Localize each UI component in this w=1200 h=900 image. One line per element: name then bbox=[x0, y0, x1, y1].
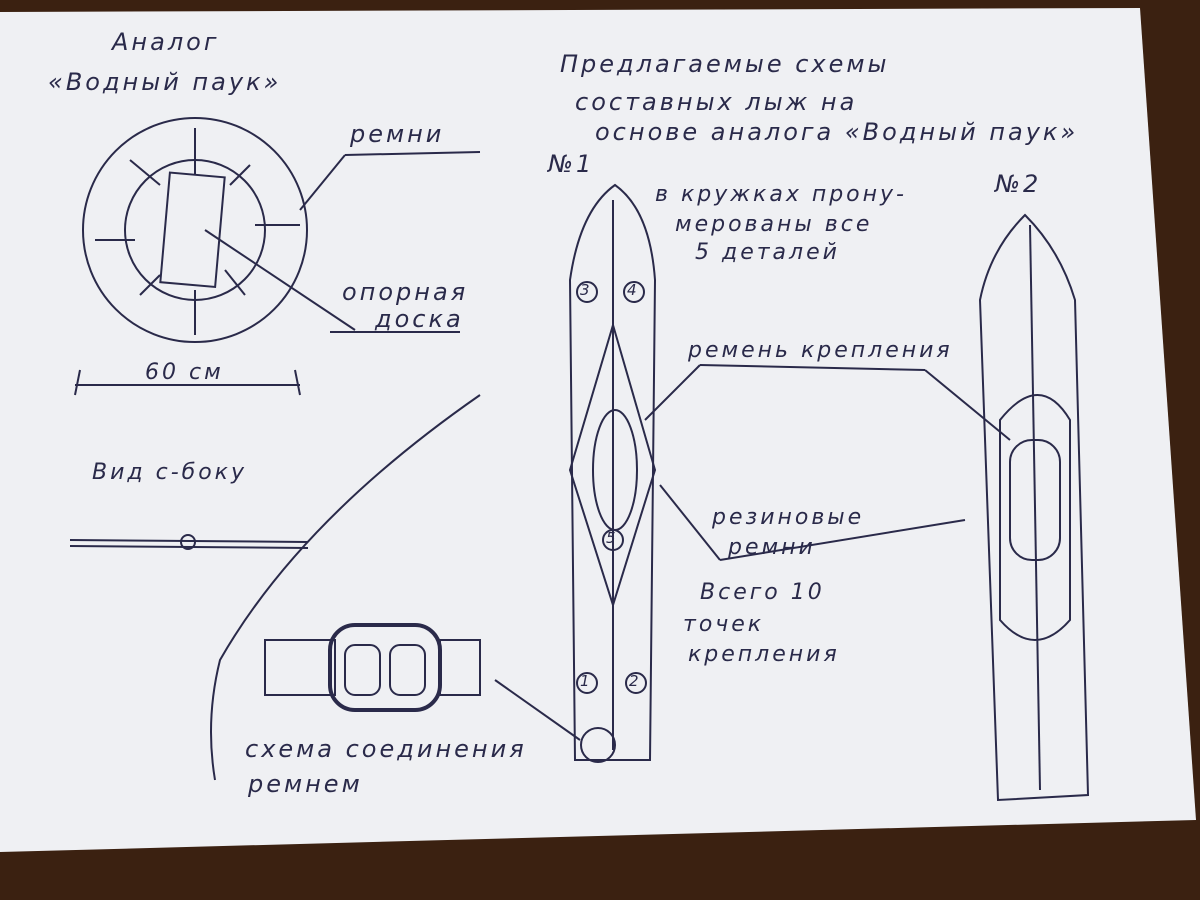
proposal-line-1: Предлагаемые схемы bbox=[560, 50, 890, 78]
ski-2-drawing bbox=[978, 213, 1090, 802]
proposal-line-3: основе аналога «Водный паук» bbox=[595, 118, 1079, 146]
rubber-straps-label-2: ремни bbox=[728, 535, 816, 560]
rubber-straps-label-1: резиновые bbox=[712, 505, 865, 530]
points-label-2: точек bbox=[683, 612, 765, 637]
dimension-label: 60 см bbox=[145, 360, 224, 385]
joint-scheme-drawing bbox=[210, 394, 481, 781]
points-label-3: крепления bbox=[688, 642, 840, 667]
points-label-1: Всего 10 bbox=[700, 580, 825, 605]
part-3: 3 bbox=[580, 281, 593, 299]
proposal-line-2: составных лыж на bbox=[575, 88, 858, 116]
parts-note-1: в кружках прону- bbox=[655, 182, 907, 207]
joint-label-2: ремнем bbox=[248, 770, 363, 798]
parts-note-3: 5 деталей bbox=[695, 240, 840, 265]
side-view-label: Вид с-боку bbox=[92, 460, 247, 485]
ski-1-drawing bbox=[494, 183, 1011, 763]
part-2: 2 bbox=[629, 672, 642, 690]
analog-subtitle: «Водный паук» bbox=[48, 68, 282, 96]
label-board-2: доска bbox=[375, 305, 464, 333]
parts-note-2: мерованы все bbox=[675, 212, 873, 237]
scheme-2-label: №2 bbox=[995, 170, 1042, 198]
part-5: 5 bbox=[606, 529, 619, 547]
part-1: 1 bbox=[580, 672, 593, 690]
label-straps: ремни bbox=[350, 120, 445, 148]
scheme-1-label: №1 bbox=[548, 150, 595, 178]
label-board-1: опорная bbox=[342, 278, 469, 306]
binding-strap-label: ремень крепления bbox=[688, 338, 953, 363]
analog-title: Аналог bbox=[112, 28, 220, 56]
water-spider-drawing bbox=[69, 117, 481, 550]
joint-label-1: схема соединения bbox=[245, 735, 527, 763]
part-4: 4 bbox=[627, 281, 640, 299]
